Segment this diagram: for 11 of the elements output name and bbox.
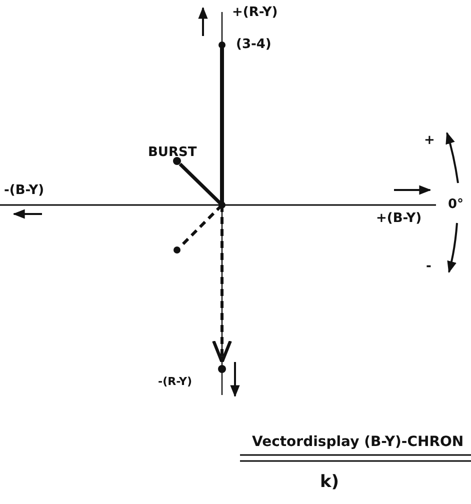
title: Vectordisplay (B-Y)-CHRON <box>252 435 464 449</box>
axis-label: +(R-Y) <box>232 6 278 19</box>
axis-label: -(R-Y) <box>158 376 192 387</box>
angle-label: 0° <box>448 198 464 211</box>
axis-label: -(B-Y) <box>4 184 44 197</box>
sign-label: - <box>426 260 432 273</box>
vector-label: (3-4) <box>236 38 272 51</box>
caption: k) <box>320 474 340 491</box>
vector-label: BURST <box>148 146 197 159</box>
axis-label: +(B-Y) <box>376 212 422 225</box>
sign-label: + <box>424 134 435 147</box>
